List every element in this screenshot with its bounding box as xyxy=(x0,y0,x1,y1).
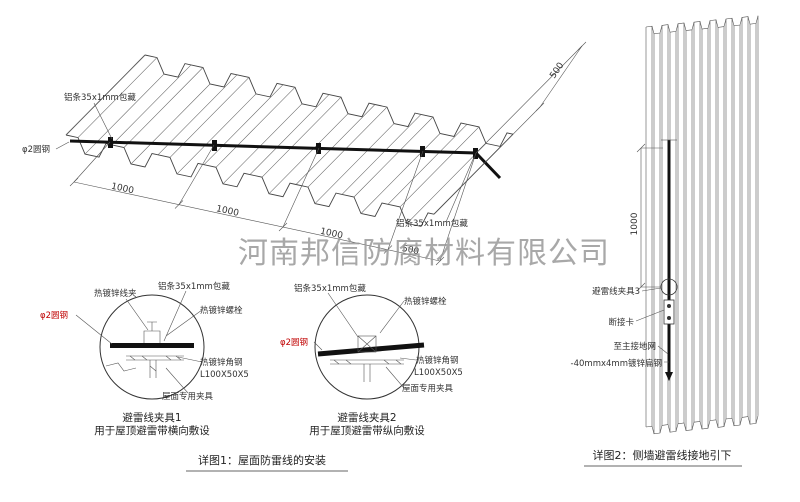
detail-circle-1: 热镀锌线夹 铝条35x1mm包藏 热镀锌螺栓 φ2圆钢 热镀锌角钢 L100X5… xyxy=(40,281,249,437)
wall-dim-1000: 1000 xyxy=(630,212,640,235)
roof-dim-edge: 500 xyxy=(548,61,566,81)
detail2-title: 避雷线夹具2 xyxy=(337,411,396,424)
detail1-label-angle: 热镀锌角钢 xyxy=(200,357,243,368)
caption-detail2: 详图2：侧墙避雷线接地引下 xyxy=(593,448,732,462)
detail1-leaders xyxy=(75,290,203,394)
detail2-clamp-shape xyxy=(357,335,377,353)
lightning-wire xyxy=(69,139,502,180)
roof-label-round-steel: φ2圆钢 xyxy=(22,144,50,155)
roof-dim-seg1: 1000 xyxy=(110,182,135,197)
detail2-clamp-cross xyxy=(357,335,377,353)
detail2-subtitle: 用于屋顶避雷带纵向敷设 xyxy=(309,424,425,437)
wall-label-disconnect: 断接卡 xyxy=(608,317,634,328)
wall-label-to-ground: 至主接地网 xyxy=(613,341,656,352)
detail1-label-roof-clamp: 屋面专用夹具 xyxy=(162,391,214,402)
wall-leaders xyxy=(635,287,669,363)
detail1-clamp-shape xyxy=(143,321,161,343)
detail2-label-roof-clamp: 屋面专用夹具 xyxy=(402,383,454,394)
edge-dim-line xyxy=(539,45,583,108)
detail1-angle-steel xyxy=(126,355,184,378)
detail2-angle-steel xyxy=(330,359,404,382)
detail-circle-2: 铝条35x1mm包藏 热镀锌螺栓 φ2圆钢 热镀锌角钢 L100X50X5 屋面… xyxy=(280,283,463,437)
leader-strip-right xyxy=(445,156,475,223)
wall-label-clamp3: 避雷线夹具3 xyxy=(592,286,640,297)
detail2-label-round-steel: φ2圆钢 xyxy=(280,337,308,348)
caption-detail1: 详图1：屋面防雷线的安装 xyxy=(198,453,326,467)
detail2-label-angle: 热镀锌角钢 xyxy=(416,355,459,366)
detail1-label-bolt: 热镀锌螺栓 xyxy=(200,305,243,316)
detail1-conductor xyxy=(110,343,194,348)
wire-clamp xyxy=(473,148,478,159)
wall-corrugation-lines xyxy=(645,15,759,434)
wall-dim-line xyxy=(640,147,663,288)
dimension-line xyxy=(73,181,441,262)
roof-label-strip-top: 铝条35x1mm包藏 xyxy=(64,92,136,103)
wall-drawing: 1000 避雷线夹具3 断接卡 至主接地网 -40mmx4mm镀锌扁钢 xyxy=(571,15,759,435)
detail2-conductor xyxy=(317,342,425,357)
detail2-leaders xyxy=(313,292,417,389)
detail1-label-strip: 铝条35x1mm包藏 xyxy=(158,281,230,292)
disconnect-bolt xyxy=(667,316,671,320)
company-watermark: 河南邦信防腐材料有限公司 xyxy=(238,236,610,271)
wire-clamp xyxy=(212,140,217,151)
wire-clamp xyxy=(108,137,113,148)
detail1-label-clamp: 热镀锌线夹 xyxy=(94,288,137,299)
wall-label-flat-steel: -40mmx4mm镀锌扁钢 xyxy=(571,358,662,369)
detail2-hatching xyxy=(333,359,402,365)
dimension-ticks xyxy=(69,177,445,266)
detail1-label-round-steel: φ2圆钢 xyxy=(40,310,68,321)
detail2-label-strip: 铝条35x1mm包藏 xyxy=(294,283,366,294)
roof-label-strip-right: 铝条35x1mm包藏 xyxy=(396,218,468,229)
edge-extension-lines xyxy=(433,45,583,215)
detail1-title: 避雷线夹具1 xyxy=(122,411,181,424)
roof-dim-seg2: 1000 xyxy=(215,204,240,219)
leader-strip-top xyxy=(93,102,113,140)
wire-clamp xyxy=(420,146,425,157)
detail1-label-angle-spec: L100X50X5 xyxy=(200,370,249,380)
detail1-roof-sheet xyxy=(105,362,137,372)
detail1-hatching xyxy=(129,355,182,372)
roof-rib-lines xyxy=(65,54,487,224)
roof-drawing: 1000 1000 1000 500 500 铝条35x1mm包藏 φ2圆钢 铝… xyxy=(22,41,587,266)
leader-round-steel xyxy=(55,141,70,150)
roof-dim-seg4: 500 xyxy=(401,244,420,257)
detail2-label-angle-spec: L100X50X5 xyxy=(414,368,463,378)
ground-arrow xyxy=(665,372,673,381)
roof-dim-seg3: 1000 xyxy=(319,227,344,242)
detail1-subtitle: 用于屋顶避雷带横向敷设 xyxy=(94,424,210,437)
dimension-extension-lines xyxy=(73,141,477,262)
disconnect-card xyxy=(663,299,675,325)
detail2-label-bolt: 热镀锌螺栓 xyxy=(404,296,447,307)
disconnect-bolt xyxy=(667,304,671,308)
wall-dim-ticks xyxy=(636,143,646,292)
captions: 详图1：屋面防雷线的安装 详图2：侧墙避雷线接地引下 xyxy=(186,448,742,472)
edge-dim-ticks xyxy=(535,41,587,112)
